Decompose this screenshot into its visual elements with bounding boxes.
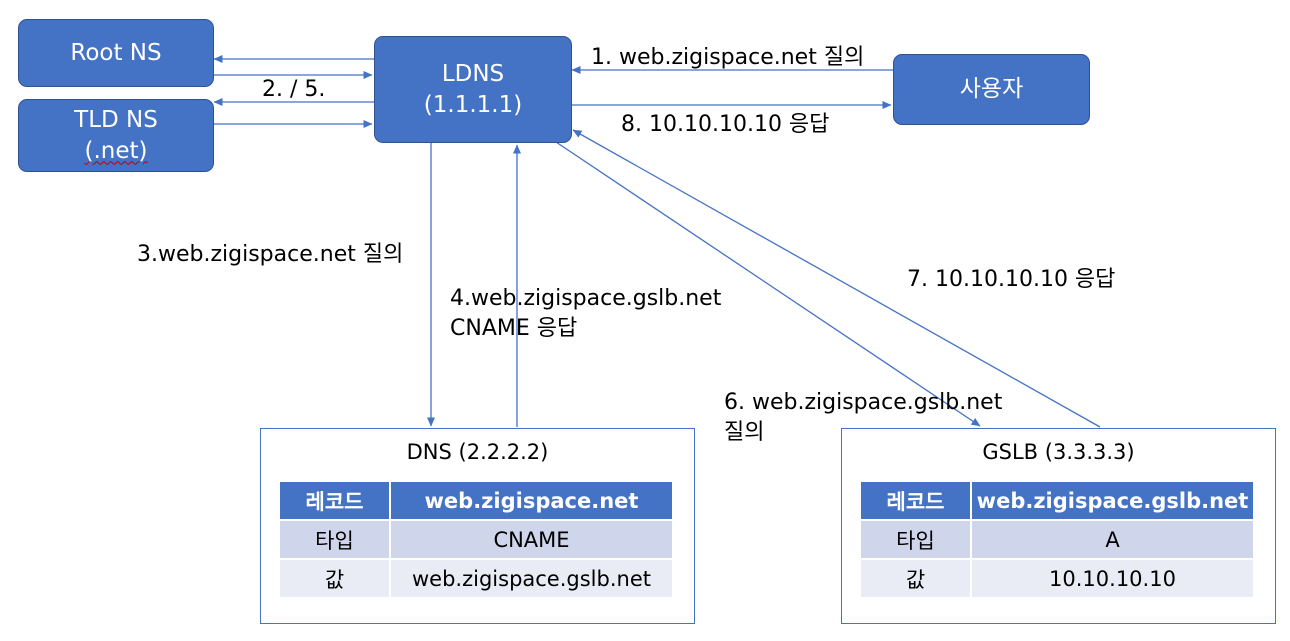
dns-record-table: 레코드 web.zigispace.net 타입 CNAME 값 web.zig… xyxy=(279,481,673,598)
step6-line2: 질의 xyxy=(724,420,765,445)
step8-label: 8. 10.10.10.10 응답 xyxy=(621,112,830,137)
root-ns-node: Root NS xyxy=(18,19,214,87)
root-ns-label: Root NS xyxy=(70,39,162,66)
step2-5-label: 2. / 5. xyxy=(262,77,326,102)
table-row: 값 10.10.10.10 xyxy=(860,559,1254,598)
ldns-node: LDNS (1.1.1.1) xyxy=(374,36,572,143)
dns-panel-title: DNS (2.2.2.2) xyxy=(406,440,549,464)
gslb-server-panel: GSLB (3.3.3.3) 레코드 web.zigispace.gslb.ne… xyxy=(841,428,1276,624)
table-cell: 타입 xyxy=(860,520,971,559)
table-cell: 값 xyxy=(279,559,390,598)
table-row: 값 web.zigispace.gslb.net xyxy=(279,559,673,598)
table-cell: 10.10.10.10 xyxy=(971,559,1254,598)
user-node: 사용자 xyxy=(893,54,1090,125)
user-label: 사용자 xyxy=(959,76,1024,102)
gslb-record-table: 레코드 web.zigispace.gslb.net 타입 A 값 10.10.… xyxy=(860,481,1254,598)
table-header-cell: 레코드 xyxy=(279,481,390,520)
table-header-row: 레코드 web.zigispace.gslb.net xyxy=(860,481,1254,520)
table-cell: 값 xyxy=(860,559,971,598)
gslb-panel-title: GSLB (3.3.3.3) xyxy=(982,440,1135,464)
dns-server-panel: DNS (2.2.2.2) 레코드 web.zigispace.net 타입 C… xyxy=(260,428,695,624)
step6-label: 6. web.zigispace.gslb.net 질의 xyxy=(724,388,1002,448)
table-header-cell: web.zigispace.net xyxy=(390,481,673,520)
step6-line1: 6. web.zigispace.gslb.net xyxy=(724,390,1003,415)
arrow-gslb-to-ldns xyxy=(572,129,1101,428)
tld-ns-label: TLD NS xyxy=(74,106,158,133)
ldns-label: LDNS xyxy=(441,60,505,87)
table-cell: web.zigispace.gslb.net xyxy=(390,559,673,598)
table-row: 타입 CNAME xyxy=(279,520,673,559)
table-header-row: 레코드 web.zigispace.net xyxy=(279,481,673,520)
table-header-cell: web.zigispace.gslb.net xyxy=(971,481,1254,520)
table-cell: 타입 xyxy=(279,520,390,559)
step1-label: 1. web.zigispace.net 질의 xyxy=(591,45,865,70)
tld-ns-node: TLD NS (.net) xyxy=(18,99,214,172)
step7-label: 7. 10.10.10.10 응답 xyxy=(907,267,1116,292)
tld-ns-sublabel: (.net) xyxy=(84,137,148,164)
table-cell: A xyxy=(971,520,1254,559)
step4-label: 4.web.zigispace.gslb.net CNAME 응답 xyxy=(450,284,721,344)
step4-line1: 4.web.zigispace.gslb.net xyxy=(450,286,722,311)
step3-label: 3.web.zigispace.net 질의 xyxy=(137,242,404,267)
step4-line2: CNAME 응답 xyxy=(450,316,578,341)
table-cell: CNAME xyxy=(390,520,673,559)
arrow-ldns-to-gslb xyxy=(555,141,981,427)
ldns-ip: (1.1.1.1) xyxy=(423,91,523,118)
table-header-cell: 레코드 xyxy=(860,481,971,520)
table-row: 타입 A xyxy=(860,520,1254,559)
